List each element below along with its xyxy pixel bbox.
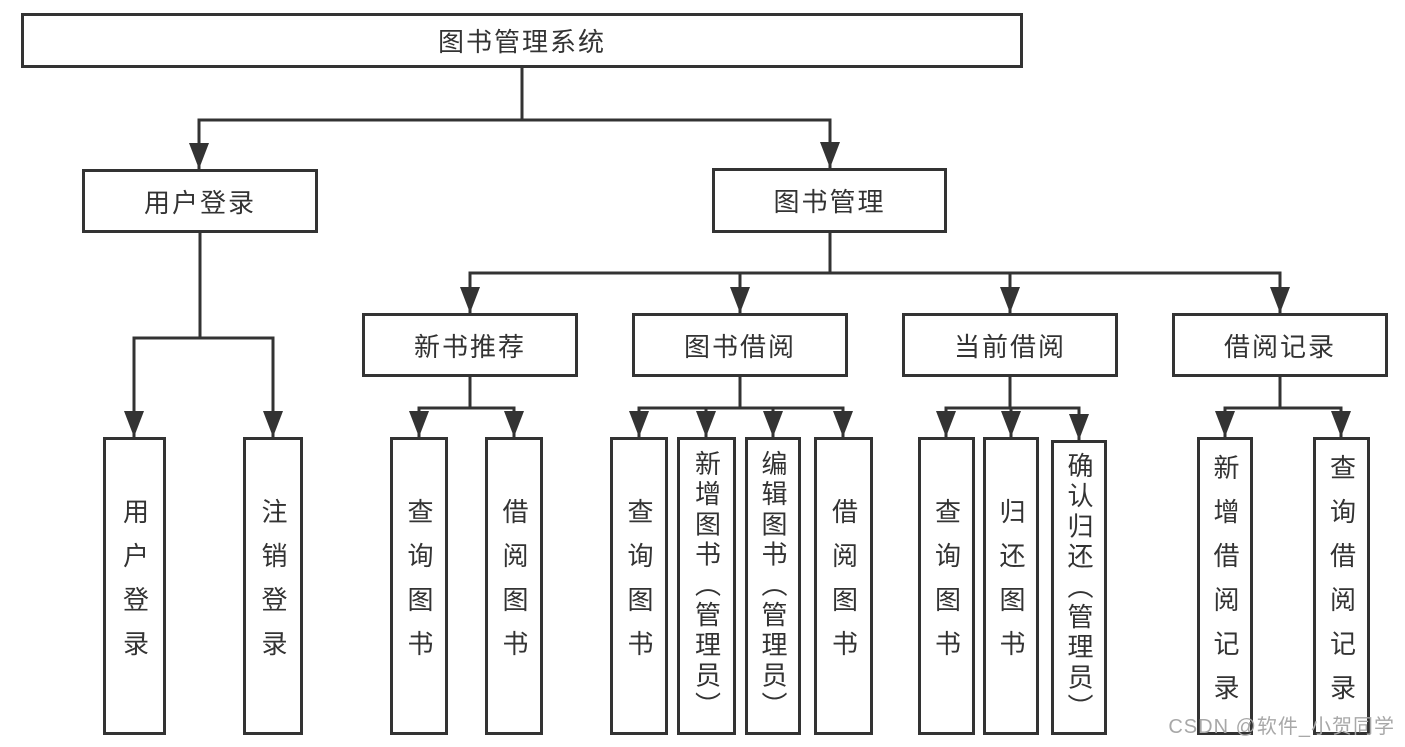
node-book-borrow: 图书借阅 xyxy=(632,313,848,377)
node-borrow-records: 借阅记录 xyxy=(1172,313,1388,377)
leaf-return-book: 归还图书 xyxy=(983,437,1039,735)
leaf-query-books-recommend: 查询图书 xyxy=(390,437,448,735)
node-current-borrow-label: 当前借阅 xyxy=(953,331,1066,362)
leaf-return-book-label: 归还图书 xyxy=(996,498,1026,674)
node-user-login-label: 用户登录 xyxy=(143,187,256,218)
leaf-confirm-return-admin-label: 确认归还（管理员） xyxy=(1064,451,1094,724)
leaf-borrow-books: 借阅图书 xyxy=(814,437,873,735)
leaf-logout: 注销登录 xyxy=(243,437,303,735)
leaf-add-borrow-record: 新增借阅记录 xyxy=(1197,437,1253,735)
node-new-book-recommend-label: 新书推荐 xyxy=(413,331,526,362)
leaf-confirm-return-admin: 确认归还（管理员） xyxy=(1051,440,1107,735)
node-current-borrow: 当前借阅 xyxy=(902,313,1118,377)
node-book-management-label: 图书管理 xyxy=(773,187,886,217)
node-new-book-recommend: 新书推荐 xyxy=(362,313,578,377)
leaf-query-books-current-label: 查询图书 xyxy=(931,498,962,674)
node-book-borrow-label: 图书借阅 xyxy=(683,331,796,362)
leaf-borrow-books-label: 借阅图书 xyxy=(828,498,859,674)
leaf-borrow-books-recommend: 借阅图书 xyxy=(485,437,543,735)
leaf-query-books-borrow: 查询图书 xyxy=(610,437,668,735)
node-borrow-records-label: 借阅记录 xyxy=(1223,331,1336,362)
leaf-query-borrow-record: 查询借阅记录 xyxy=(1313,437,1370,735)
leaf-edit-book-admin-label: 编辑图书（管理员） xyxy=(758,450,788,722)
leaf-edit-book-admin: 编辑图书（管理员） xyxy=(745,437,801,735)
leaf-logout-label: 注销登录 xyxy=(258,498,288,674)
node-user-login: 用户登录 xyxy=(82,169,318,233)
leaf-query-books-current: 查询图书 xyxy=(918,437,975,735)
leaf-add-book-admin-label: 新增图书（管理员） xyxy=(691,450,722,722)
leaf-borrow-books-recommend-label: 借阅图书 xyxy=(499,498,529,674)
leaf-query-books-borrow-label: 查询图书 xyxy=(624,498,654,674)
leaf-query-books-recommend-label: 查询图书 xyxy=(404,498,434,674)
leaf-user-login-label: 用户登录 xyxy=(119,498,150,674)
leaf-add-book-admin: 新增图书（管理员） xyxy=(677,437,736,735)
leaf-add-borrow-record-label: 新增借阅记录 xyxy=(1210,454,1240,718)
leaf-query-borrow-record-label: 查询借阅记录 xyxy=(1326,454,1357,718)
node-book-management: 图书管理 xyxy=(712,168,947,233)
node-root: 图书管理系统 xyxy=(21,13,1023,68)
leaf-user-login: 用户登录 xyxy=(103,437,166,735)
node-root-label: 图书管理系统 xyxy=(437,27,606,57)
csdn-watermark: CSDN @软件_小贺同学 xyxy=(1168,716,1395,738)
